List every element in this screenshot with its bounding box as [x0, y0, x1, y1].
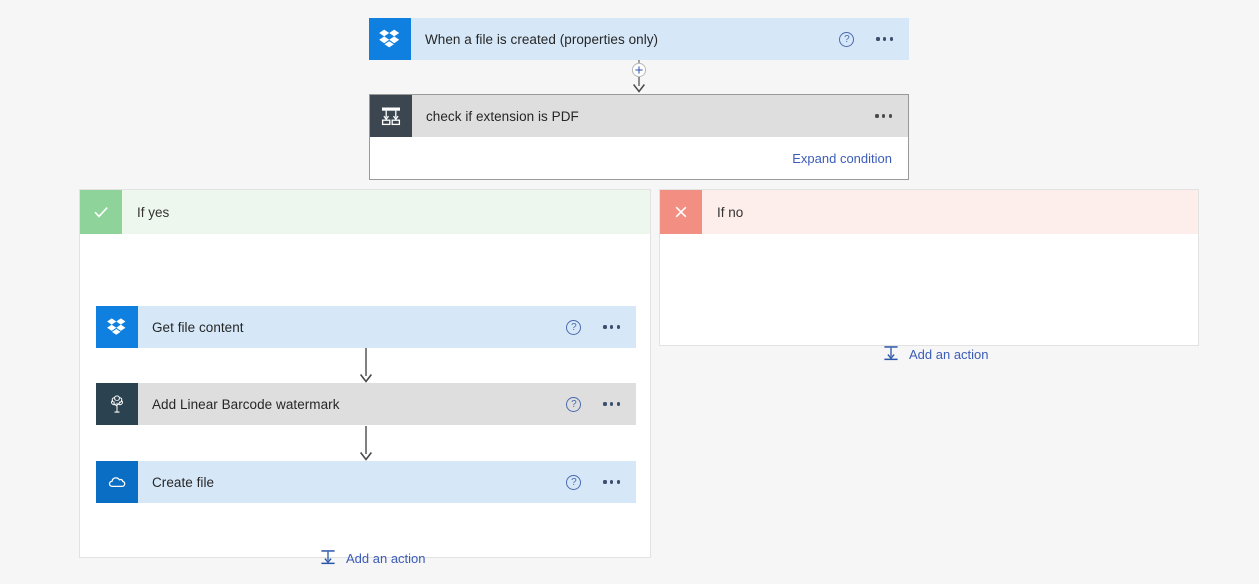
plumsail-tree-icon — [96, 383, 138, 425]
branch-if-no-header: If no — [660, 190, 1198, 234]
help-icon[interactable]: ? — [566, 474, 582, 490]
action-card-body[interactable]: Create file ? — [138, 461, 636, 503]
close-icon — [660, 190, 702, 234]
help-icon[interactable]: ? — [839, 31, 855, 47]
add-action-label: Add an action — [346, 551, 426, 566]
trigger-title: When a file is created (properties only) — [425, 31, 659, 47]
action-card-actions: ? — [566, 319, 624, 335]
expand-condition-link[interactable]: Expand condition — [792, 150, 892, 166]
flow-arrow — [356, 348, 376, 383]
condition-title: check if extension is PDF — [426, 108, 579, 124]
flow-arrow — [356, 426, 376, 461]
condition-card-actions — [875, 109, 896, 123]
more-commands-icon[interactable] — [603, 320, 620, 334]
dropbox-icon — [96, 306, 138, 348]
help-icon[interactable]: ? — [566, 396, 582, 412]
action-card-body[interactable]: Get file content ? — [138, 306, 636, 348]
branch-if-yes-header: If yes — [80, 190, 650, 234]
branch-if-yes: If yes Get file content ? — [79, 189, 651, 566]
condition-icon — [370, 95, 412, 137]
more-commands-icon[interactable] — [603, 475, 620, 489]
action-card-create-file[interactable]: Create file ? — [96, 461, 636, 503]
more-commands-icon[interactable] — [876, 32, 893, 46]
more-commands-icon[interactable] — [875, 109, 892, 123]
checkmark-icon — [80, 190, 122, 234]
action-title: Get file content — [152, 319, 244, 335]
dropbox-icon — [369, 18, 411, 60]
action-title: Create file — [152, 474, 215, 490]
add-action-icon — [882, 344, 900, 365]
condition-header[interactable]: check if extension is PDF — [370, 95, 908, 137]
action-card-body[interactable]: Add Linear Barcode watermark ? — [138, 383, 636, 425]
trigger-card-body[interactable]: When a file is created (properties only)… — [411, 18, 909, 60]
action-card-add-linear-barcode-watermark[interactable]: Add Linear Barcode watermark ? — [96, 383, 636, 425]
add-action-icon — [319, 548, 337, 569]
branch-if-no-label: If no — [717, 204, 744, 220]
condition-card[interactable]: check if extension is PDF Expand conditi… — [369, 94, 909, 180]
branch-if-yes-label: If yes — [137, 204, 170, 220]
add-an-action-button-yes[interactable]: Add an action — [319, 548, 426, 569]
condition-body: Expand condition — [370, 137, 908, 179]
onedrive-icon — [96, 461, 138, 503]
branch-if-no: If no Add an action — [659, 189, 1199, 362]
more-commands-icon[interactable] — [603, 397, 620, 411]
action-card-actions: ? — [566, 396, 624, 412]
add-an-action-button-no[interactable]: Add an action — [882, 344, 989, 365]
action-card-actions: ? — [566, 474, 624, 490]
trigger-card-actions: ? — [839, 31, 897, 47]
help-icon[interactable]: ? — [566, 319, 582, 335]
add-action-label: Add an action — [909, 347, 989, 362]
condition-header-body[interactable]: check if extension is PDF — [412, 95, 908, 137]
add-step-connector[interactable] — [628, 60, 650, 93]
trigger-card[interactable]: When a file is created (properties only)… — [369, 18, 909, 60]
action-title: Add Linear Barcode watermark — [152, 396, 340, 412]
action-card-get-file-content[interactable]: Get file content ? — [96, 306, 636, 348]
